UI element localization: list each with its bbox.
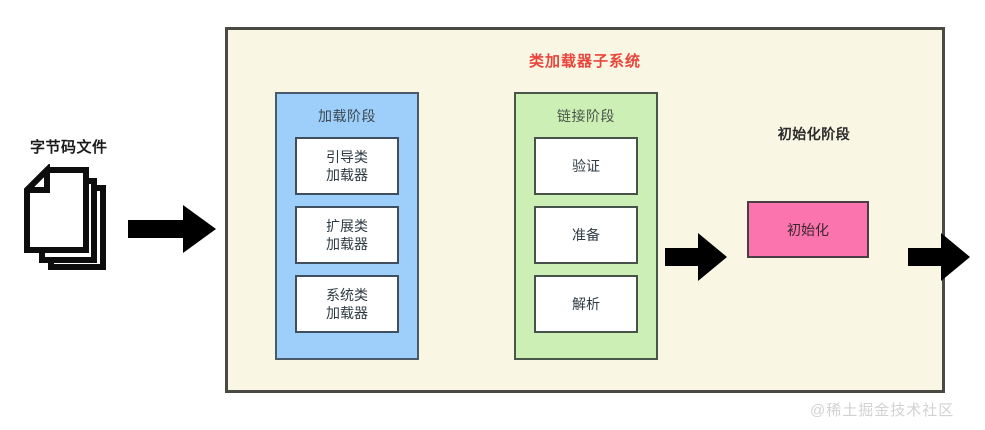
arrow-bytecode-to-loading — [128, 205, 216, 258]
link-box-resolution: 解析 — [534, 275, 638, 333]
subsystem-title: 类加载器子系统 — [528, 53, 641, 70]
link-box-verification-label: 验证 — [572, 158, 600, 174]
classloader-subsystem-container: 类加载器子系统 加载阶段 引导类 加载器 扩展类 加载器 系统类 加载器 — [225, 27, 970, 393]
bytecode-label: 字节码文件 — [30, 139, 108, 156]
loader-box-system-line1: 系统类 — [326, 287, 368, 303]
bytecode-input-group: 字节码文件 — [18, 136, 138, 281]
loader-box-bootstrap: 引导类 加载器 — [295, 137, 399, 195]
phase-linking: 链接阶段 验证 准备 解析 — [514, 92, 658, 360]
phase-initialization-title: 初始化阶段 — [777, 126, 851, 142]
phase-initialization: 初始化阶段 初始化 — [734, 92, 894, 292]
link-box-preparation: 准备 — [534, 206, 638, 264]
phase-loading-title: 加载阶段 — [318, 108, 376, 124]
phase-linking-title: 链接阶段 — [557, 108, 615, 124]
link-box-resolution-label: 解析 — [572, 296, 600, 312]
init-box: 初始化 — [747, 201, 869, 258]
document-stack-icon — [19, 162, 120, 279]
loader-box-bootstrap-line2: 加载器 — [326, 167, 368, 183]
phase-loading-items: 引导类 加载器 扩展类 加载器 系统类 加载器 — [277, 137, 417, 333]
loader-box-extension-line1: 扩展类 — [326, 218, 368, 234]
phase-linking-items: 验证 准备 解析 — [516, 137, 656, 333]
arrow-loading-to-linking — [665, 233, 727, 286]
phase-loading: 加载阶段 引导类 加载器 扩展类 加载器 系统类 加载器 — [275, 92, 419, 360]
loader-box-bootstrap-line1: 引导类 — [326, 149, 368, 165]
loader-box-extension: 扩展类 加载器 — [295, 206, 399, 264]
watermark: @稀土掘金技术社区 — [810, 402, 955, 419]
link-box-verification: 验证 — [534, 137, 638, 195]
init-box-label: 初始化 — [787, 221, 829, 238]
loader-box-system-line2: 加载器 — [326, 305, 368, 321]
loader-box-system: 系统类 加载器 — [295, 275, 399, 333]
arrow-linking-to-init — [908, 233, 970, 286]
loader-box-extension-line2: 加载器 — [326, 236, 368, 252]
link-box-preparation-label: 准备 — [572, 227, 600, 243]
